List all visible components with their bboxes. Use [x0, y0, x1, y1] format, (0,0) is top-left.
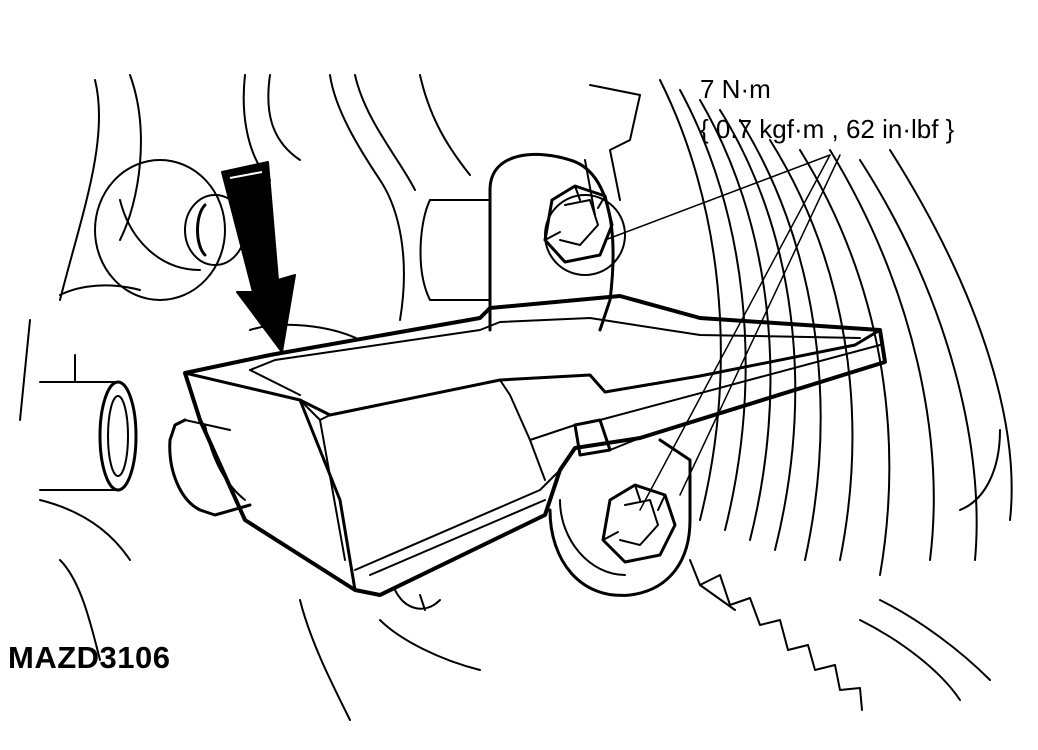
- direction-arrow-icon: [221, 161, 296, 353]
- lower-bolt: [601, 483, 677, 564]
- engine-casting: [19, 74, 641, 721]
- upper-mounting-ear: [419, 152, 615, 332]
- crankshaft-pulley: [659, 79, 1013, 711]
- torque-leader-lines: [604, 154, 841, 511]
- shaft: [39, 354, 138, 492]
- upper-boss: [94, 159, 246, 301]
- figure-code-label: MAZD3106: [8, 640, 171, 675]
- torque-alternate-units-label: { 0.7 kgf·m , 62 in·lbf }: [700, 114, 955, 144]
- torque-value-label: 7 N·m: [700, 74, 771, 104]
- crankshaft-position-sensor: [168, 294, 887, 611]
- lower-mounting-ear: [548, 438, 692, 597]
